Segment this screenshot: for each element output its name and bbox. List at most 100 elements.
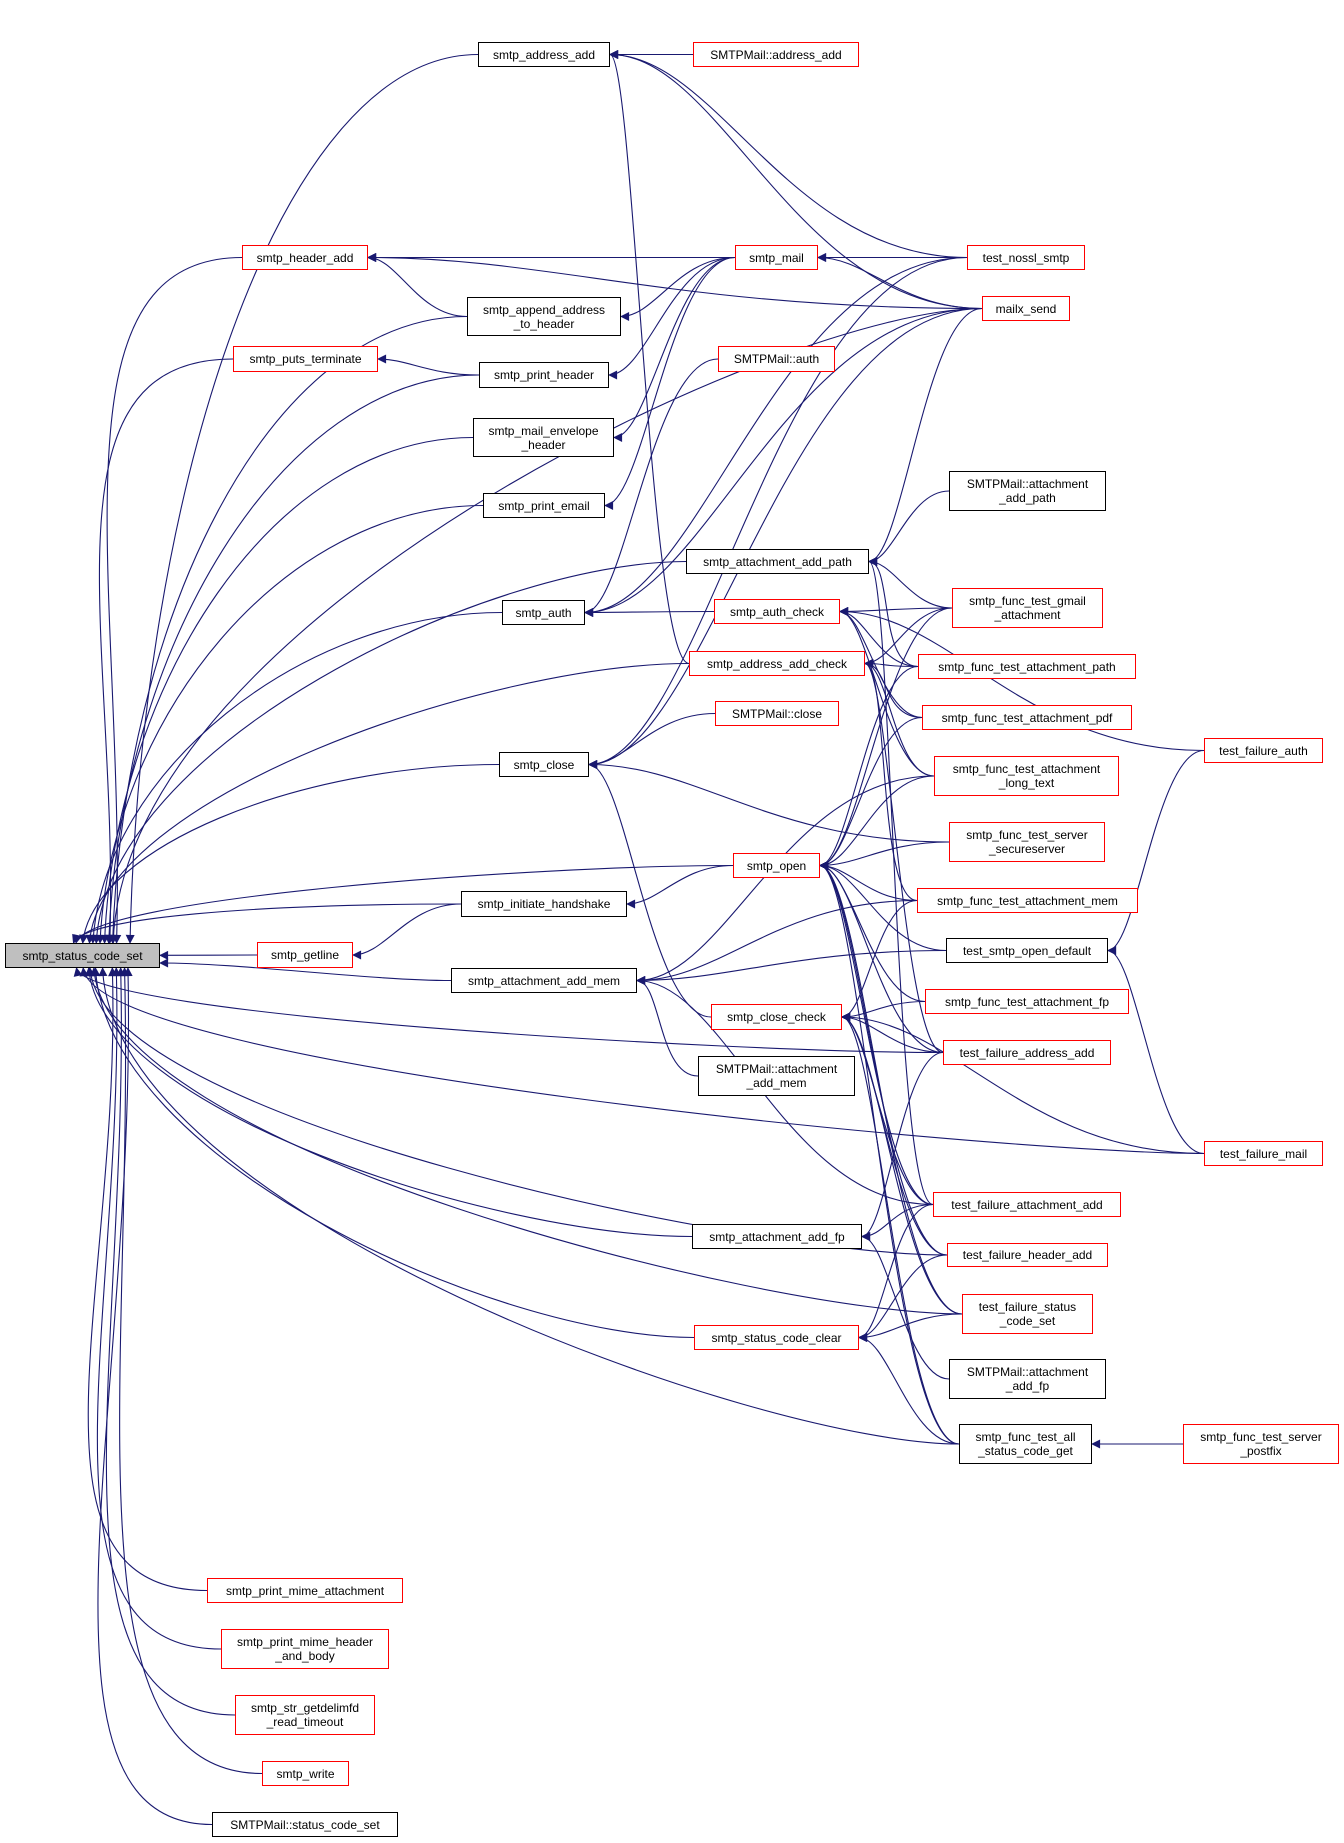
node-label: smtp_getline bbox=[270, 948, 340, 962]
edge-smtp-func-test-attachment-mem-to-smtp-close-check bbox=[841, 899, 918, 1022]
edge-smtp-append-address-to-header-to-smtp-status-code-set bbox=[108, 315, 468, 944]
node-smtp-write[interactable]: smtp_write bbox=[262, 1761, 349, 1786]
node-smtp-close[interactable]: smtp_close bbox=[499, 752, 589, 777]
node-label: smtp_close bbox=[513, 757, 575, 772]
node-label: smtp_address_add bbox=[492, 47, 596, 62]
node-smtp-func-test-gmail-attachment[interactable]: smtp_func_test_gmail _attachment bbox=[952, 588, 1103, 628]
node-smtp-func-test-all-status-code-get[interactable]: smtp_func_test_all _status_code_get bbox=[959, 1424, 1092, 1464]
node-label: test_failure_attachment_add bbox=[951, 1197, 1103, 1212]
node-smtp-address-add[interactable]: smtp_address_add bbox=[478, 42, 610, 67]
node-smtp-str-getdelimfd-read-timeout[interactable]: smtp_str_getdelimfd _read_timeout bbox=[235, 1695, 375, 1735]
edge-smtp-auth-check-to-smtp-auth bbox=[584, 607, 715, 617]
edge-smtp-func-test-attachment-long-text-to-smtp-address-add-check bbox=[864, 659, 935, 777]
edge-smtp-func-test-attachment-path-to-smtp-attachment-add-path bbox=[868, 557, 919, 668]
edge-smtpmail-attachment-add-fp-to-smtp-attachment-add-fp bbox=[861, 1232, 950, 1380]
node-label: smtp_func_test_attachment_pdf bbox=[941, 710, 1113, 725]
edge-test-failure-auth-to-test-smtp-open-default bbox=[1107, 749, 1205, 955]
node-smtpmail-auth[interactable]: SMTPMail::auth bbox=[718, 346, 835, 372]
node-smtp-attachment-add-path[interactable]: smtp_attachment_add_path bbox=[686, 549, 869, 574]
node-test-smtp-open-default[interactable]: test_smtp_open_default bbox=[946, 938, 1108, 963]
edge-smtp-mail-to-smtp-print-header bbox=[608, 256, 736, 380]
node-smtp-func-test-attachment-path[interactable]: smtp_func_test_attachment_path bbox=[918, 654, 1136, 679]
node-smtp-func-test-server-secureserver[interactable]: smtp_func_test_server _secureserver bbox=[949, 822, 1105, 862]
node-smtp-mail-envelope-header[interactable]: smtp_mail_envelope _header bbox=[473, 418, 614, 457]
node-smtp-auth[interactable]: smtp_auth bbox=[502, 600, 585, 625]
edge-test-failure-auth-to-smtp-auth-check bbox=[839, 607, 1205, 752]
node-label: smtp_status_code_set bbox=[22, 948, 143, 963]
node-smtp-print-header[interactable]: smtp_print_header bbox=[479, 362, 609, 388]
node-label: mailx_send bbox=[995, 301, 1057, 316]
node-smtp-getline[interactable]: smtp_getline bbox=[257, 942, 353, 968]
node-smtp-print-mime-attachment[interactable]: smtp_print_mime_attachment bbox=[207, 1578, 403, 1603]
node-label: smtp_func_test_gmail _attachment bbox=[969, 594, 1086, 622]
node-label: smtp_func_test_attachment _long_text bbox=[952, 762, 1101, 790]
node-smtp-open[interactable]: smtp_open bbox=[733, 853, 820, 878]
node-smtpmail-status-code-set[interactable]: SMTPMail::status_code_set bbox=[212, 1812, 398, 1837]
node-smtp-func-test-server-postfix[interactable]: smtp_func_test_server _postfix bbox=[1183, 1424, 1339, 1464]
node-test-failure-attachment-add[interactable]: test_failure_attachment_add bbox=[933, 1192, 1121, 1217]
node-smtp-attachment-add-fp[interactable]: smtp_attachment_add_fp bbox=[692, 1224, 862, 1249]
node-smtp-initiate-handshake[interactable]: smtp_initiate_handshake bbox=[461, 891, 627, 917]
edge-test-failure-address-add-to-smtp-status-code-set bbox=[73, 967, 944, 1054]
edge-smtp-mail-to-smtp-append-address-to-header bbox=[620, 256, 736, 321]
edge-smtp-func-test-attachment-mem-to-smtp-attachment-add-mem bbox=[636, 899, 918, 985]
node-smtp-func-test-attachment-mem[interactable]: smtp_func_test_attachment_mem bbox=[917, 888, 1138, 913]
edge-smtp-func-test-attachment-long-text-to-smtp-auth-check bbox=[839, 607, 935, 777]
node-smtp-print-email[interactable]: smtp_print_email bbox=[483, 493, 605, 518]
edge-smtp-func-test-attachment-path-to-smtp-open bbox=[819, 665, 919, 870]
node-test-failure-header-add[interactable]: test_failure_header_add bbox=[947, 1243, 1108, 1267]
node-smtp-address-add-check[interactable]: smtp_address_add_check bbox=[689, 651, 865, 676]
node-smtp-func-test-attachment-long-text[interactable]: smtp_func_test_attachment _long_text bbox=[934, 756, 1119, 796]
node-test-failure-status-code-set[interactable]: test_failure_status _code_set bbox=[962, 1294, 1093, 1334]
node-label: test_failure_auth bbox=[1219, 743, 1308, 758]
node-smtp-attachment-add-mem[interactable]: smtp_attachment_add_mem bbox=[451, 968, 637, 993]
edge-smtp-mail-to-smtp-mail-envelope-header bbox=[613, 256, 736, 442]
node-smtp-puts-terminate[interactable]: smtp_puts_terminate bbox=[233, 346, 378, 372]
node-label: smtp_print_email bbox=[498, 498, 590, 513]
node-smtpmail-attachment-add-path[interactable]: SMTPMail::attachment _add_path bbox=[949, 471, 1106, 511]
edge-smtp-print-header-to-smtp-status-code-set bbox=[104, 374, 480, 944]
node-label: smtp_status_code_clear bbox=[711, 1330, 842, 1345]
node-smtp-func-test-attachment-fp[interactable]: smtp_func_test_attachment_fp bbox=[925, 989, 1129, 1014]
edge-smtp-print-mime-header-and-body-to-smtp-status-code-set bbox=[96, 967, 222, 1650]
edge-smtp-func-test-gmail-attachment-to-smtp-open bbox=[819, 607, 953, 870]
edge-smtp-func-test-all-status-code-get-to-smtp-status-code-set bbox=[98, 967, 960, 1445]
node-mailx-send[interactable]: mailx_send bbox=[982, 296, 1070, 321]
node-label: smtp_mail_envelope _header bbox=[488, 423, 599, 452]
node-smtp-mail[interactable]: smtp_mail bbox=[735, 245, 818, 270]
node-label: smtp_attachment_add_fp bbox=[709, 1229, 845, 1244]
node-smtpmail-attachment-add-fp[interactable]: SMTPMail::attachment _add_fp bbox=[949, 1359, 1106, 1399]
node-smtp-print-mime-header-and-body[interactable]: smtp_print_mime_header _and_body bbox=[221, 1629, 389, 1669]
edge-smtp-func-test-attachment-long-text-to-smtp-open bbox=[819, 775, 935, 870]
node-test-failure-auth[interactable]: test_failure_auth bbox=[1204, 738, 1323, 763]
node-test-failure-mail[interactable]: test_failure_mail bbox=[1204, 1141, 1323, 1166]
edge-smtp-func-test-server-secureserver-to-smtp-open bbox=[819, 841, 950, 870]
node-label: SMTPMail::status_code_set bbox=[230, 1817, 380, 1832]
node-smtp-append-address-to-header[interactable]: smtp_append_address _to_header bbox=[467, 297, 621, 336]
node-label: test_nossl_smtp bbox=[982, 250, 1070, 265]
node-smtpmail-address-add[interactable]: SMTPMail::address_add bbox=[693, 42, 859, 67]
node-smtp-status-code-clear[interactable]: smtp_status_code_clear bbox=[694, 1325, 859, 1350]
edge-test-nossl-smtp-to-smtp-address-add bbox=[609, 50, 968, 259]
node-smtp-func-test-attachment-pdf[interactable]: smtp_func_test_attachment_pdf bbox=[922, 705, 1132, 730]
node-smtp-status-code-set[interactable]: smtp_status_code_set bbox=[5, 943, 160, 968]
edge-mailx-send-to-smtp-attachment-add-path bbox=[868, 307, 983, 566]
edge-test-smtp-open-default-to-smtp-open bbox=[819, 861, 947, 952]
edge-smtp-print-email-to-smtp-status-code-set bbox=[95, 504, 484, 944]
edge-smtp-address-add-to-smtp-status-code-set bbox=[125, 53, 479, 944]
node-label: smtp_print_mime_header _and_body bbox=[236, 1635, 374, 1663]
edge-test-nossl-smtp-to-smtp-auth bbox=[584, 256, 968, 617]
edge-smtp-attachment-add-mem-to-smtp-status-code-set bbox=[159, 958, 452, 982]
node-smtp-auth-check[interactable]: smtp_auth_check bbox=[714, 599, 840, 624]
edge-test-failure-status-code-set-to-smtp-close-check bbox=[841, 1012, 963, 1315]
node-smtpmail-close[interactable]: SMTPMail::close bbox=[715, 701, 839, 726]
edge-mailx-send-to-smtp-close bbox=[588, 307, 983, 769]
node-smtp-close-check[interactable]: smtp_close_check bbox=[711, 1004, 842, 1030]
node-smtp-header-add[interactable]: smtp_header_add bbox=[242, 245, 368, 270]
edge-smtp-address-add-check-to-smtp-status-code-set bbox=[85, 662, 690, 944]
edge-test-failure-mail-to-test-smtp-open-default bbox=[1107, 946, 1205, 1155]
node-smtpmail-attachment-add-mem[interactable]: SMTPMail::attachment _add_mem bbox=[698, 1056, 855, 1096]
node-test-nossl-smtp[interactable]: test_nossl_smtp bbox=[967, 245, 1085, 270]
node-test-failure-address-add[interactable]: test_failure_address_add bbox=[943, 1040, 1111, 1065]
